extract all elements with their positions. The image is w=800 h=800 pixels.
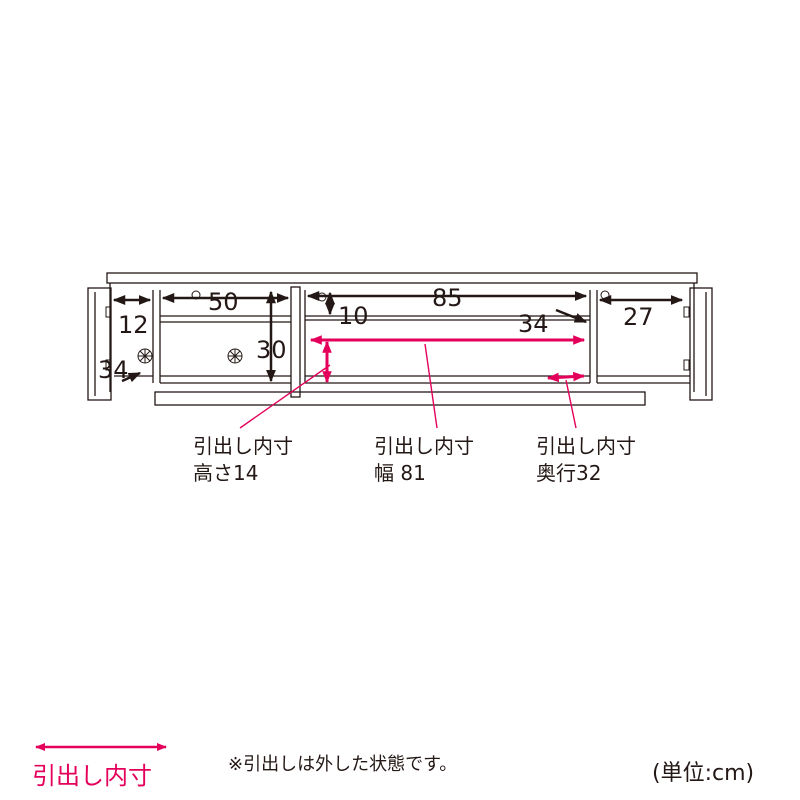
footnote: ※引出しは外した状態です。 xyxy=(228,754,458,775)
hinges xyxy=(105,290,690,371)
callout-title: 引出し内寸 xyxy=(193,434,293,458)
dim-center-depth: 34 xyxy=(518,310,549,338)
left-door xyxy=(87,287,112,401)
drawer-arrows xyxy=(309,335,586,384)
callout-drawer-depth: 引出し内寸 奥行32 xyxy=(536,433,636,487)
dim-left-depth: 34 xyxy=(98,356,129,384)
callout-title: 引出し内寸 xyxy=(374,434,474,458)
dim-right-width: 27 xyxy=(623,303,654,331)
callout-drawer-height: 引出し内寸 高さ14 xyxy=(193,433,293,487)
callout-title: 引出し内寸 xyxy=(536,434,636,458)
dimension-arrows xyxy=(112,290,684,383)
callout-value: 高さ14 xyxy=(193,461,259,485)
drawer-depth-arrow xyxy=(546,371,586,383)
dim-center-left-width: 50 xyxy=(208,288,239,316)
leader-lines xyxy=(239,343,577,429)
cable-hole-center xyxy=(227,348,243,364)
callout-drawer-width: 引出し内寸 幅 81 xyxy=(374,433,474,487)
left-depth-arrow xyxy=(121,371,142,383)
dim-left-width: 12 xyxy=(118,311,149,339)
dim-center-left-height: 30 xyxy=(256,336,287,364)
center-partition-left xyxy=(290,286,301,398)
leader-height xyxy=(239,364,331,429)
top-board xyxy=(106,272,698,284)
leader-depth xyxy=(565,379,577,429)
leader-width xyxy=(424,343,438,429)
dim-center-width: 85 xyxy=(432,284,463,312)
plinth xyxy=(154,391,646,406)
dim-center-height: 10 xyxy=(338,302,369,330)
callout-value: 幅 81 xyxy=(374,461,426,485)
center-depth-arrow xyxy=(555,308,588,324)
callout-value: 奥行32 xyxy=(536,461,602,485)
cable-hole-left xyxy=(137,348,153,364)
right-door xyxy=(689,287,713,401)
legend-label: 引出し内寸 xyxy=(32,762,152,790)
unit-label: (単位:cm) xyxy=(652,761,755,786)
